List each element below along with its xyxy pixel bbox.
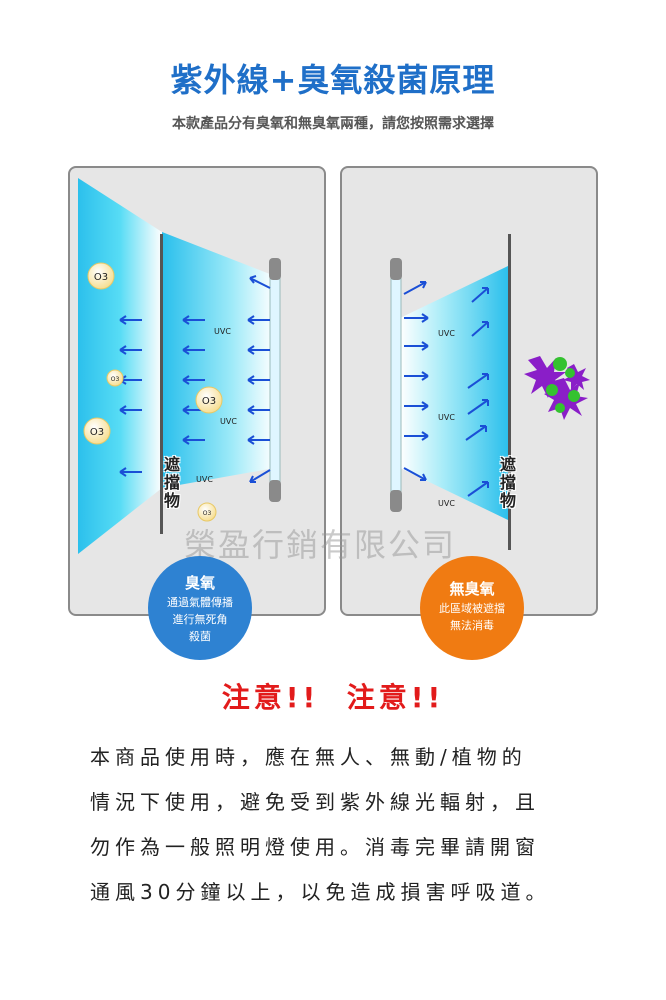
- o3-bubble: O3: [87, 262, 115, 290]
- svg-text:O3: O3: [111, 376, 120, 383]
- germ-cluster-icon: [524, 356, 590, 420]
- uv-beam-inner: [162, 232, 275, 488]
- svg-text:O3: O3: [94, 272, 108, 283]
- o3-bubble: O3: [83, 417, 111, 445]
- watermark-text: 榮盈行銷有限公司: [184, 526, 457, 564]
- notice-line: 勿作為一般照明燈使用。消毒完畢請開窗: [90, 835, 540, 859]
- svg-text:O3: O3: [203, 510, 212, 517]
- ozone-diagram-panel: UVC UVC UVC O3 O3 O3 O3 O3 遮擋物: [68, 166, 326, 616]
- notice-text: 本商品使用時，應在無人、無動/植物的 情況下使用，避免受到紫外線光輻射，且 勿作…: [90, 735, 580, 915]
- no-ozone-diagram-panel: UVC UVC UVC 遮擋物: [340, 166, 598, 616]
- badge-title: 臭氧: [184, 574, 215, 592]
- o3-bubble: O3: [197, 502, 217, 522]
- notice-line: 情況下使用，避免受到紫外線光輻射，且: [90, 790, 540, 814]
- svg-text:O3: O3: [202, 396, 216, 407]
- badge-line: 此區域被遮擋: [439, 602, 505, 615]
- page-subtitle: 本款產品分有臭氧和無臭氧兩種，請您按照需求選擇: [172, 116, 494, 132]
- badge-line: 殺菌: [189, 630, 211, 643]
- uvc-label: UVC: [438, 413, 455, 422]
- blocker-bar: [508, 234, 511, 550]
- badge-title: 無臭氧: [449, 580, 495, 598]
- badge-line: 進行無死角: [172, 613, 228, 626]
- uvc-label: UVC: [438, 329, 455, 338]
- page-title: 紫外線+臭氧殺菌原理: [170, 61, 496, 99]
- ozone-badge: 臭氧 通過氣體傳播 進行無死角 殺菌: [148, 556, 252, 660]
- uv-lamp-tube: [390, 258, 402, 512]
- notice-line: 通風30分鐘以上，以免造成損害呼吸道。: [90, 880, 551, 904]
- blocker-bar: [160, 234, 163, 534]
- uv-beam-outer: [78, 178, 162, 554]
- uvc-label: UVC: [214, 327, 231, 336]
- no-ozone-badge: 無臭氧 此區域被遮擋 無法消毒: [420, 556, 524, 660]
- o3-bubble: O3: [195, 386, 223, 414]
- ozone-diagram: UVC UVC UVC O3 O3 O3 O3 O3: [78, 178, 281, 554]
- uvc-label: UVC: [196, 475, 213, 484]
- notice-line: 本商品使用時，應在無人、無動/植物的: [90, 745, 527, 769]
- badge-line: 無法消毒: [450, 619, 494, 632]
- o3-bubble: O3: [106, 369, 124, 387]
- blocker-label: 遮擋物: [161, 456, 180, 510]
- blocker-label: 遮擋物: [497, 456, 516, 510]
- uvc-label: UVC: [220, 417, 237, 426]
- uv-beam: [400, 266, 508, 520]
- uv-lamp-tube: [269, 258, 281, 502]
- svg-text:O3: O3: [90, 427, 104, 438]
- no-ozone-diagram: UVC UVC UVC: [390, 234, 590, 550]
- badge-line: 通過氣體傳播: [167, 596, 233, 609]
- uvc-label: UVC: [438, 499, 455, 508]
- caution-heading: 注意!! 注意!!: [221, 681, 445, 714]
